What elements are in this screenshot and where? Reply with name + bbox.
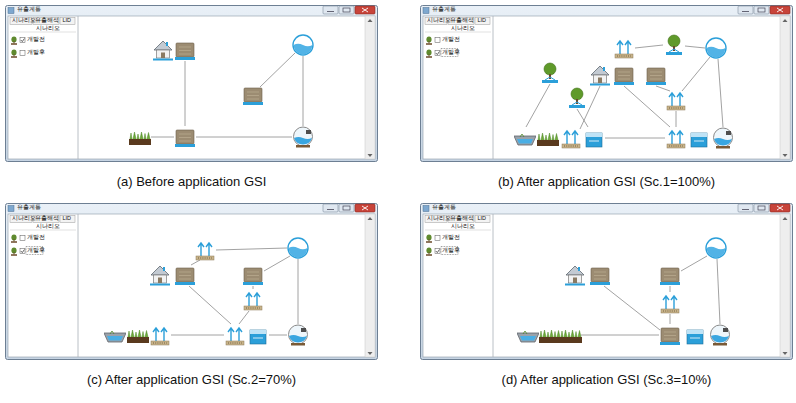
window-title: 유출계통: [17, 205, 41, 211]
panel-caption: (c) After application GSI (Sc.2=70%): [5, 373, 378, 386]
tab-label: LID: [63, 216, 72, 222]
tab-label: 시나리오: [427, 18, 451, 24]
sub-tab-label: 시나리오: [36, 224, 60, 230]
tab-label: 유출해석: [35, 18, 59, 24]
tab-label: LID: [478, 18, 487, 24]
checkbox-label: 개발전: [442, 37, 460, 43]
checkbox-label: 개발후: [442, 50, 460, 56]
window-title: 유출계통: [432, 7, 456, 13]
sub-tab-label: 시나리오: [451, 224, 475, 230]
tab-label: 유출해석: [450, 216, 474, 222]
checkbox-label: 개발후: [27, 248, 45, 254]
tab-label: 유출해석: [35, 216, 59, 222]
tab-label: LID: [63, 18, 72, 24]
panel-caption: (a) Before application GSI: [5, 175, 378, 188]
window-title: 유출계통: [17, 7, 41, 13]
screenshot-panel: 유출계통시나리오유출해석LID시나리오개발전개발후(b) After appli…: [420, 5, 793, 197]
screenshot-panel: 유출계통시나리오유출해석LID시나리오개발전개발후(d) After appli…: [420, 203, 793, 395]
checkbox-label: 개발전: [27, 235, 45, 241]
sub-tab-label: 시나리오: [36, 26, 60, 32]
screenshot-panel: 유출계통시나리오유출해석LID시나리오개발전개발후(a) Before appl…: [5, 5, 378, 197]
checkbox-label: 개발전: [442, 235, 460, 241]
software-window: [421, 6, 793, 162]
software-window: [421, 204, 793, 360]
window-title: 유출계통: [432, 205, 456, 211]
tab-label: 시나리오: [427, 216, 451, 222]
tab-label: 시나리오: [12, 18, 36, 24]
checkbox-label: 개발전: [27, 37, 45, 43]
software-window: [6, 6, 378, 162]
checkbox-label: 개발후: [442, 248, 460, 254]
panel-caption: (b) After application GSI (Sc.1=100%): [420, 175, 793, 188]
tab-label: 시나리오: [12, 216, 36, 222]
checkbox-label: 개발후: [27, 50, 45, 56]
screenshot-panel: 유출계통시나리오유출해석LID시나리오개발전개발후(c) After appli…: [5, 203, 378, 395]
sub-tab-label: 시나리오: [451, 26, 475, 32]
tab-label: 유출해석: [450, 18, 474, 24]
software-window: [6, 204, 378, 360]
panel-caption: (d) After application GSI (Sc.3=10%): [420, 373, 793, 386]
tab-label: LID: [478, 216, 487, 222]
